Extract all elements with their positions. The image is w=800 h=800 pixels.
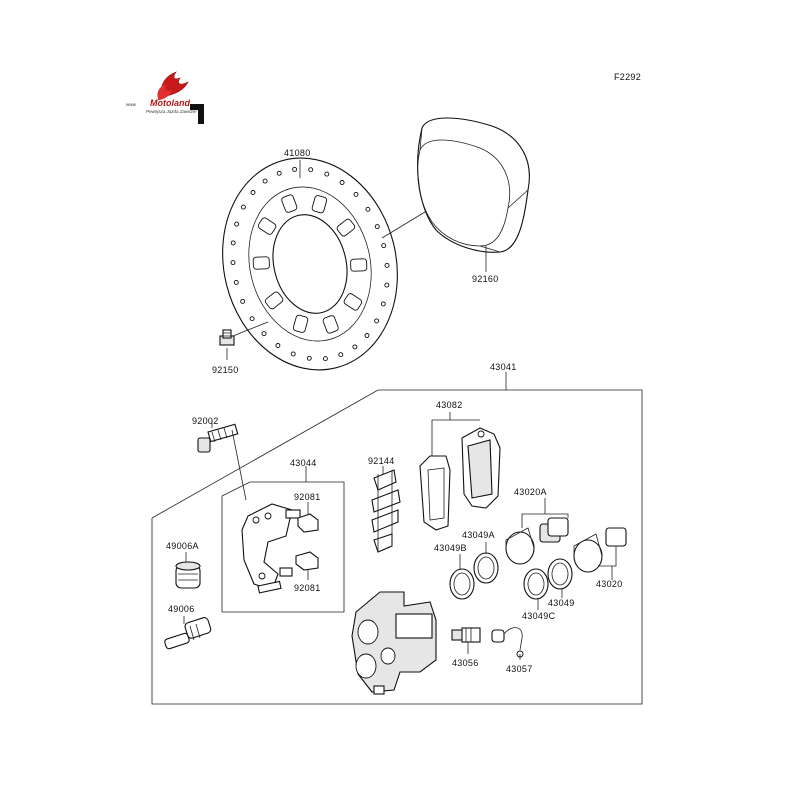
disc-vent-hole — [292, 166, 298, 172]
disc-vent-hole — [384, 262, 390, 268]
disc-vent-hole — [250, 190, 256, 195]
label-43044: 43044 — [290, 458, 317, 468]
disc-slot — [336, 218, 356, 237]
label-43020: 43020 — [596, 579, 623, 589]
disc-slots — [252, 194, 368, 334]
disc-vent-hole — [240, 298, 246, 304]
disc-vent-hole — [276, 170, 282, 176]
disc-vent-hole — [261, 331, 267, 337]
piston-43020A-outer — [505, 527, 535, 565]
disc-vent-hole — [374, 224, 380, 230]
bleed-valve — [451, 627, 481, 643]
disc-vent-hole — [308, 167, 314, 173]
label-43057: 43057 — [506, 664, 533, 674]
disc-slot — [350, 258, 368, 272]
disc-vent-hole — [384, 282, 390, 288]
seal-43049 — [547, 558, 573, 590]
label-43049B: 43049B — [434, 543, 467, 553]
logo-brand-text: Motoland — [150, 98, 190, 108]
disc-slot — [343, 293, 363, 311]
disc-vent-hole — [365, 206, 371, 212]
label-43041: 43041 — [490, 362, 517, 372]
pad-spring-upper — [297, 513, 319, 533]
label-43082: 43082 — [436, 400, 463, 410]
ring-part — [417, 117, 530, 253]
disc-slot — [281, 194, 298, 213]
logo-prefix-text: www. — [126, 102, 137, 107]
disc-vent-hole — [322, 356, 328, 362]
brake-disc — [222, 157, 398, 371]
pad-spring-lower — [295, 551, 319, 571]
disc-vent-hole — [233, 279, 239, 285]
label-92160: 92160 — [472, 274, 499, 284]
disc-vent-hole — [324, 171, 330, 177]
label-92081-lower: 92081 — [294, 583, 321, 593]
disc-vent-hole — [381, 243, 387, 249]
label-92150: 92150 — [212, 365, 239, 375]
disc-slot — [257, 217, 277, 235]
slide-pin-49006 — [164, 617, 212, 650]
logo-tagline-text: Pewnjsza Jazda Zawsze! — [146, 109, 197, 114]
brake-pad-left — [419, 455, 451, 531]
caliper-body — [351, 591, 437, 695]
disc-vent-hole — [339, 180, 345, 185]
caliper-bracket — [241, 503, 301, 594]
disc-slot — [311, 195, 328, 214]
disc-vent-hole — [338, 352, 344, 358]
disc-slot — [292, 314, 309, 333]
label-43020A: 43020A — [514, 487, 547, 497]
piston-insert-43020 — [605, 527, 627, 547]
label-92081-upper: 92081 — [294, 492, 321, 502]
disc-slot — [252, 256, 270, 270]
disc-vent-hole — [240, 204, 246, 210]
part-labels: 41080 92160 92150 43041 43082 92002 4304… — [166, 148, 623, 674]
disc-vent-hole — [249, 316, 255, 322]
disc-vent-holes — [230, 166, 390, 362]
disc-vent-hole — [234, 221, 240, 227]
disc-vent-hole — [290, 351, 296, 357]
label-49006A: 49006A — [166, 541, 199, 551]
disc-vent-hole — [262, 178, 268, 184]
disc-vent-hole — [374, 318, 380, 324]
label-41080: 41080 — [284, 148, 311, 158]
disc-vent-hole — [230, 260, 236, 266]
disc-vent-hole — [353, 191, 359, 197]
brake-pad-right — [461, 427, 501, 509]
disc-vent-hole — [364, 333, 370, 338]
caliper-bolt — [197, 423, 239, 453]
seal-43049A — [473, 552, 499, 584]
bleed-cap — [491, 627, 524, 658]
label-43049C: 43049C — [522, 611, 556, 621]
piston-43020 — [573, 533, 603, 573]
label-92002: 92002 — [192, 416, 219, 426]
disc-bolt — [219, 329, 235, 346]
disc-vent-hole — [352, 344, 358, 350]
disc-vent-hole — [230, 240, 236, 246]
piston-insert-43020A — [539, 517, 569, 543]
seal-43049B — [449, 568, 475, 600]
disc-vent-hole — [380, 301, 386, 307]
disc-vent-hole — [275, 343, 281, 348]
disc-slot — [264, 291, 284, 310]
label-43049: 43049 — [548, 598, 575, 608]
dust-boot-49006A — [175, 561, 201, 589]
label-92144: 92144 — [368, 456, 395, 466]
figure-code: F2292 — [614, 72, 641, 82]
label-43049A: 43049A — [462, 530, 495, 540]
pad-spring-clip — [371, 469, 401, 553]
seal-43049C — [523, 568, 549, 600]
disc-vent-hole — [306, 355, 312, 361]
disc-slot — [322, 315, 339, 334]
motoland-logo: Motoland www. Pewnjsza Jazda Zawsze! — [126, 71, 204, 124]
label-49006: 49006 — [168, 604, 195, 614]
label-43056: 43056 — [452, 658, 479, 668]
